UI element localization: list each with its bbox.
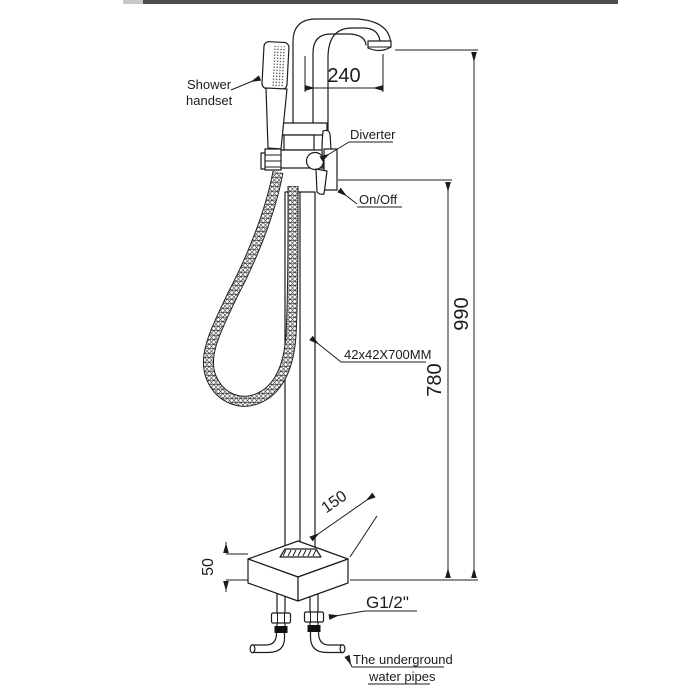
label-shower-handset-line2: handset xyxy=(186,93,233,108)
label-shower-handset-line1: Shower xyxy=(187,77,232,92)
shower-handset xyxy=(261,41,290,171)
label-column-spec-text: 42x42X700MM xyxy=(344,347,431,362)
spout xyxy=(292,18,392,135)
spout-outlet xyxy=(367,40,392,52)
label-thread-size-text: G1/2" xyxy=(366,593,409,612)
dimension-240: 240 xyxy=(304,54,384,92)
left-pipe xyxy=(249,593,292,654)
shower-hose xyxy=(202,170,299,407)
label-shower-handset: Shower handset xyxy=(186,75,262,108)
dim-780-text: 780 xyxy=(424,363,446,396)
label-column-spec: 42x42X700MM xyxy=(309,335,431,363)
dim-50-text: 50 xyxy=(200,558,217,576)
on-off-lever xyxy=(315,168,328,195)
column-flange xyxy=(279,548,322,558)
dim-990-text: 990 xyxy=(451,297,473,330)
label-on-off: On/Off xyxy=(337,187,402,208)
dim-240-text: 240 xyxy=(327,65,360,87)
label-on-off-text: On/Off xyxy=(359,192,397,207)
label-thread-size: G1/2" xyxy=(328,593,417,620)
valve-body xyxy=(260,122,338,195)
label-diverter: Diverter xyxy=(319,127,396,162)
dim-150-text: 150 xyxy=(319,488,351,517)
dimension-990: 990 xyxy=(350,49,478,581)
valve-knob xyxy=(305,151,325,171)
dimension-150: 150 xyxy=(309,488,378,558)
dimension-780: 780 xyxy=(338,179,452,578)
label-underground-line1: The underground xyxy=(353,652,453,667)
water-supply-pipes xyxy=(249,593,346,654)
label-diverter-text: Diverter xyxy=(350,127,396,142)
dimension-50: 50 xyxy=(200,542,248,592)
on-off-housing xyxy=(323,148,338,191)
right-pipe xyxy=(303,593,346,654)
spray-face xyxy=(271,45,286,87)
base-plate xyxy=(247,540,349,602)
label-underground-pipes: The underground water pipes xyxy=(344,652,453,685)
handset-connector xyxy=(264,148,282,171)
label-underground-line2: water pipes xyxy=(368,669,436,684)
